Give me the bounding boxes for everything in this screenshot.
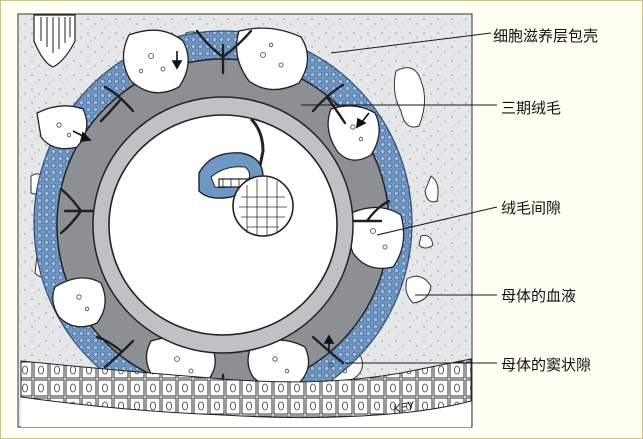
label-maternal-blood: 母体的血液 xyxy=(501,287,576,305)
label-maternal-sinusoid: 母体的窦状隙 xyxy=(501,356,591,374)
chorionic-cavity xyxy=(109,115,337,335)
label-intervillous-space: 绒毛间隙 xyxy=(501,199,561,217)
label-cytotrophoblastic-shell: 细胞滋养层包壳 xyxy=(493,27,598,45)
label-tertiary-villi: 三期绒毛 xyxy=(501,99,561,117)
